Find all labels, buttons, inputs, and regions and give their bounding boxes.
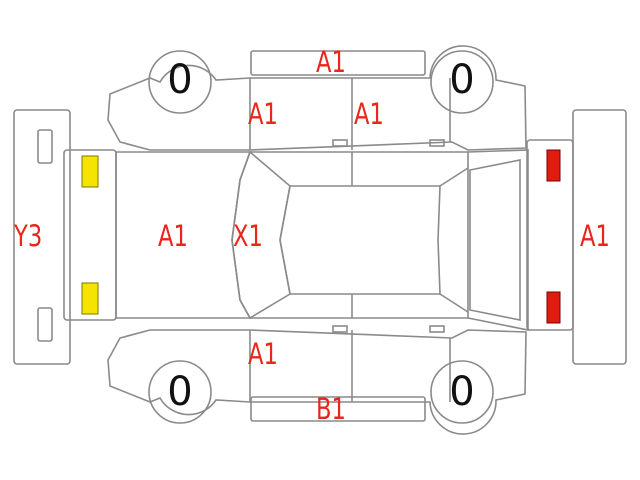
tire-rear-top-mark: 0	[449, 57, 475, 103]
label-front-bumper: Y3	[14, 219, 43, 253]
rear-lamp-top	[546, 149, 561, 182]
top-strip-outline	[250, 50, 426, 76]
rear-fascia-outline	[526, 139, 574, 331]
label-top-strip: A1	[316, 45, 346, 79]
bottom-strip-outline	[250, 396, 426, 422]
label-rear-bumper: A1	[580, 219, 610, 253]
label-hood: A1	[158, 219, 188, 253]
label-bottom-strip: B1	[316, 392, 346, 426]
roof-outline	[279, 185, 441, 295]
label-rear-door-top: A1	[354, 97, 384, 131]
rear-lamp-bottom	[546, 291, 561, 324]
tire-front-bottom-mark: 0	[167, 369, 193, 415]
label-windshield: X1	[233, 219, 263, 253]
label-front-door-bottom: A1	[248, 337, 278, 371]
front-lamp-top	[81, 155, 99, 188]
label-front-door-top: A1	[248, 97, 278, 131]
tire-rear-bottom-mark: 0	[449, 369, 475, 415]
front-lamp-bottom	[81, 282, 99, 315]
tire-front-top-mark: 0	[167, 57, 193, 103]
front-bumper-outline	[13, 109, 71, 365]
